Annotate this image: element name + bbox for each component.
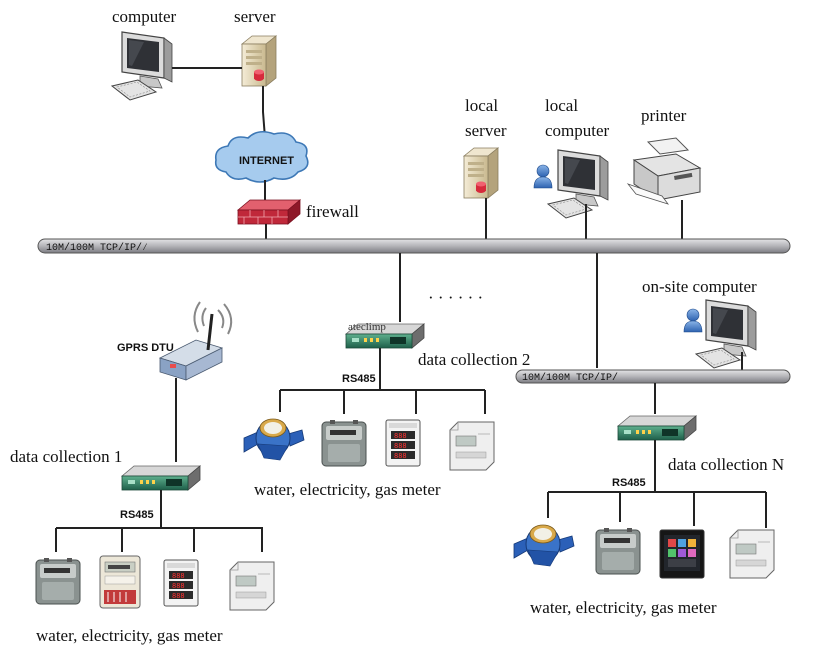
electricity-meter-icon [729,529,775,579]
server-icon [241,35,277,87]
rs485-drops-2 [279,390,486,414]
gas-meter-icon [595,527,641,575]
gas-meter-n [595,527,641,575]
data-collector-n [617,415,697,441]
rs485-drops-1 [55,528,263,552]
rs485-label-2: RS485 [342,373,376,385]
local-computer [547,149,609,219]
rs485-drops-n [547,492,767,528]
power-meter-icon [659,529,705,579]
internet-label: INTERNET [239,155,294,167]
ellipsis: · · · · · · [428,288,483,307]
water-meter-icon [513,524,575,567]
electricity-meter-1 [99,555,141,609]
main-network-bus: 10M/100M TCP/IP/⁄ [37,238,791,254]
gprs-dtu [158,301,233,381]
din-meter-1 [229,561,275,611]
gas-meter-1 [35,557,81,605]
gprs-dtu-icon [158,301,233,381]
printer-icon [626,137,702,205]
data-collector-icon [617,415,697,441]
din-meter-2 [449,421,495,471]
data-collection-2-label: data collection 2 [418,350,530,369]
internet-cloud: INTERNET [214,130,309,183]
server-label: server [234,7,276,26]
local-computer-label-line1: local [545,96,578,115]
gas-meter-2 [321,419,367,467]
meters-label-2: water, electricity, gas meter [254,480,441,499]
on-site-computer-label: on-site computer [642,277,757,296]
sub-network-bus: 10M/100M TCP/IP/ [515,369,791,384]
computer-label: computer [112,7,177,26]
power-meter-2 [385,419,421,467]
electricity-meter-icon [229,561,275,611]
gas-meter-icon [35,557,81,605]
water-meter-icon [243,418,305,461]
user-icon [533,164,553,189]
meters-label-1: water, electricity, gas meter [36,626,223,645]
local-server [463,147,499,199]
water-meter-n [513,524,575,567]
rs485-label-1: RS485 [120,509,154,521]
on-site-computer [695,299,757,369]
water-meter-2 [243,418,305,461]
server-internet-link [262,86,266,139]
computer-icon [547,149,609,219]
data-collector-1 [121,465,201,491]
data-collection-1-label: data collection 1 [10,447,122,466]
computer-icon [111,31,173,101]
power-meter-icon [385,419,421,467]
touch-meter-n [659,529,705,579]
data-collector-icon [121,465,201,491]
server-icon [463,147,499,199]
gas-meter-icon [321,419,367,467]
rs485-label-n: RS485 [612,477,646,489]
main-bus-label: 10M/100M TCP/IP/⁄ [46,242,148,254]
printer [626,137,702,205]
power-meter-icon [163,559,199,607]
user-icon [683,308,703,333]
data-collector-2: ateclimp [345,321,425,349]
gprs-dtu-label: GPRS DTU [117,342,174,354]
data-collection-n-label: data collection N [668,455,784,474]
electricity-meter-icon [99,555,141,609]
remote-server [241,35,277,87]
firewall-label: firewall [306,202,359,221]
local-computer-label-line2: computer [545,121,610,140]
printer-label: printer [641,106,687,125]
power-meter-1 [163,559,199,607]
firewall [236,199,302,225]
local-server-label-line1: local [465,96,498,115]
sub-bus-label: 10M/100M TCP/IP/ [522,372,618,384]
din-meter-n [729,529,775,579]
local-user [533,164,553,189]
electricity-meter-icon [449,421,495,471]
remote-computer [111,31,173,101]
firewall-icon [236,199,302,225]
meters-label-n: water, electricity, gas meter [530,598,717,617]
on-site-user [683,308,703,333]
device-logo-text: ateclimp [348,321,386,333]
local-server-label-line2: server [465,121,507,140]
computer-icon [695,299,757,369]
